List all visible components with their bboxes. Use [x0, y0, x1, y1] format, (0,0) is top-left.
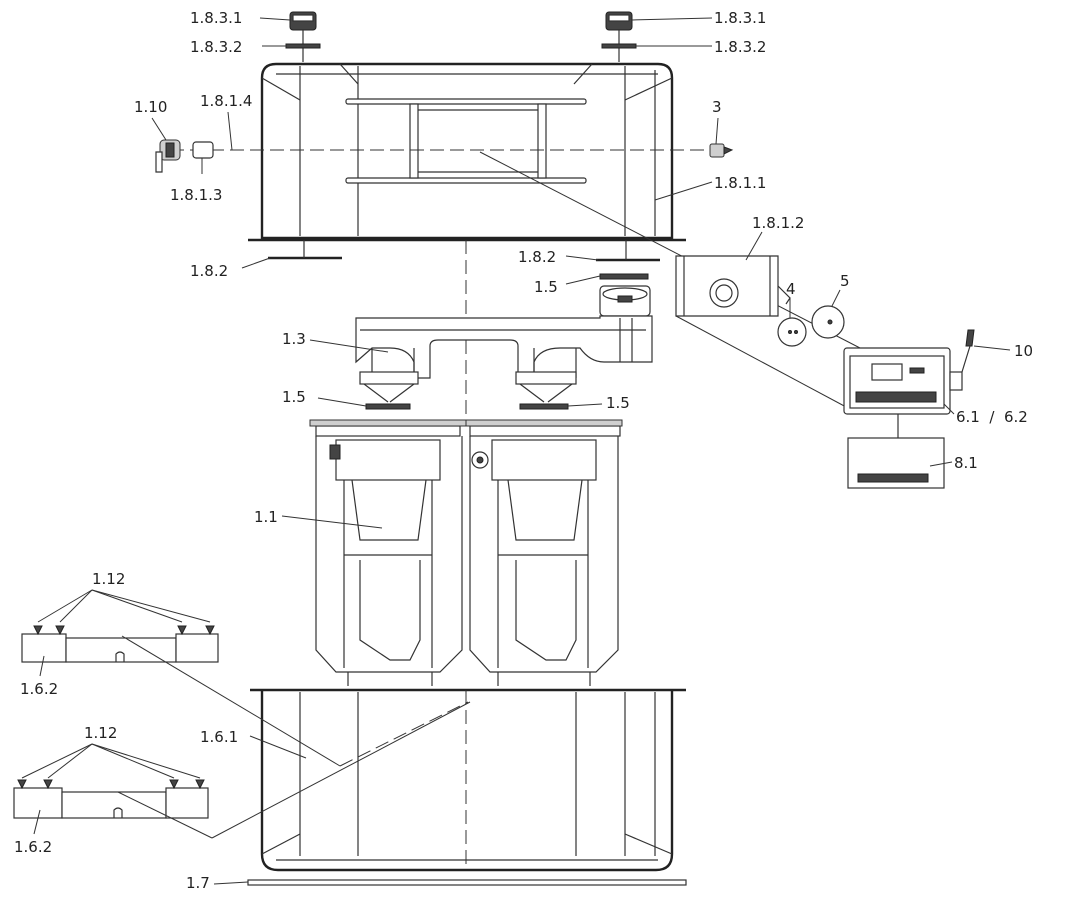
label-screws-lower: 1.12: [84, 724, 117, 742]
assembly-line-block-lower-2: [211, 701, 471, 839]
label-rod: 1.8.1.4: [200, 92, 252, 110]
assembly-line-upper: [479, 151, 861, 349]
bracket: [675, 255, 791, 317]
disc-5: [811, 305, 845, 339]
disc-4: [777, 317, 807, 347]
assembly-line-block-upper-dash: [339, 701, 469, 767]
display: [847, 437, 945, 489]
label-top-ring-right: 1.8.3.2: [714, 38, 766, 56]
tanks: [309, 419, 623, 686]
label-base-plate: 1.7: [186, 874, 210, 892]
label-top-ring-left: 1.8.3.2: [190, 38, 242, 56]
label-controller: 6.1 / 6.2: [956, 408, 1028, 426]
top-cap-left: [289, 11, 317, 62]
label-block-upper: 1.6.2: [20, 680, 58, 698]
top-ring-left: [285, 43, 321, 49]
plate-right: [596, 240, 660, 262]
coupling: [599, 285, 651, 317]
label-top-cap-left: 1.8.3.1: [190, 9, 242, 27]
label-gasket-right: 1.5: [606, 394, 630, 412]
assembly-line-block-lower: [117, 791, 213, 839]
gasket-left: [365, 403, 411, 410]
label-disc-4: 4: [786, 280, 796, 298]
label-plate-left: 1.8.2: [190, 262, 228, 280]
end-fitting: [709, 143, 734, 158]
leader-lines: [21, 17, 1011, 885]
base-plate: [247, 879, 687, 886]
label-valve: 1.10: [134, 98, 167, 116]
label-screws-upper: 1.12: [92, 570, 125, 588]
gasket-right: [519, 403, 569, 410]
lower-frame: [250, 688, 686, 872]
assembly-line-controller: [675, 315, 849, 409]
label-fitting: 1.8.1.3: [170, 186, 222, 204]
label-upper-frame: 1.8.1.1: [714, 174, 766, 192]
label-lower-frame: 1.6.1: [200, 728, 238, 746]
label-manifold: 1.3: [282, 330, 306, 348]
gasket-upper: [599, 273, 649, 280]
label-gasket-upper: 1.5: [534, 278, 558, 296]
label-sensor: 10: [1014, 342, 1033, 360]
valve: [155, 139, 181, 173]
label-top-cap-right: 1.8.3.1: [714, 9, 766, 27]
top-cap-right: [605, 11, 633, 62]
block-upper: [21, 625, 219, 663]
label-display: 8.1: [954, 454, 978, 472]
label-bracket: 1.8.1.2: [752, 214, 804, 232]
plate-left: [268, 240, 342, 260]
label-end-fitting: 3: [712, 98, 722, 116]
manifold: [355, 315, 653, 403]
sensor: [961, 329, 975, 373]
controller: [843, 347, 963, 415]
top-ring-right: [601, 43, 637, 49]
fitting: [192, 141, 214, 159]
label-tanks: 1.1: [254, 508, 278, 526]
labels: 1.8.3.1 1.8.3.2 1.8.3.1 1.8.3.2 1.10 1.8…: [14, 9, 1033, 892]
block-lower: [13, 779, 209, 819]
label-plate-right: 1.8.2: [518, 248, 556, 266]
label-gasket-left: 1.5: [282, 388, 306, 406]
label-block-lower: 1.6.2: [14, 838, 52, 856]
assembly-line-block-upper: [121, 635, 341, 767]
label-disc-5: 5: [840, 272, 850, 290]
upper-frame: [248, 62, 686, 242]
